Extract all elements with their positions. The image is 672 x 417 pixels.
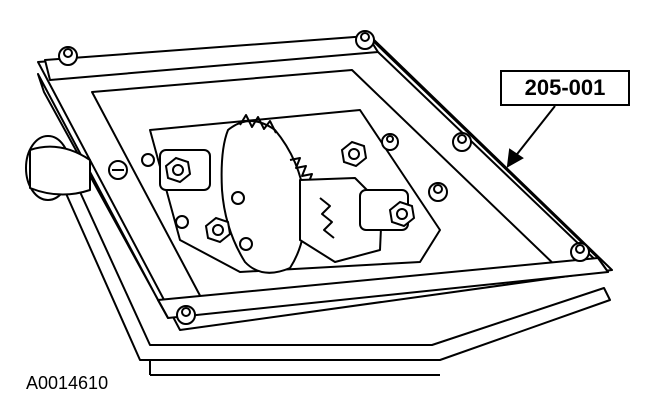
- tool-callout-box: 205-001: [500, 70, 630, 106]
- small-bolt: [239, 237, 253, 251]
- side-bolt: [381, 133, 399, 151]
- small-bolt: [175, 215, 189, 229]
- fixture-rail-left: [37, 73, 169, 319]
- figure-id-label: A0014610: [26, 373, 109, 393]
- hex-bolt: [340, 140, 368, 168]
- corner-bolt: [355, 30, 375, 50]
- callout-leader-line: [513, 105, 556, 159]
- small-bolt: [231, 191, 245, 205]
- hex-bolt: [164, 156, 192, 184]
- corner-bolt: [176, 305, 196, 325]
- side-bolt: [452, 132, 472, 152]
- corner-bolt: [570, 242, 590, 262]
- side-bolt: [428, 182, 448, 202]
- hex-bolt: [388, 200, 416, 228]
- small-bolt: [141, 153, 155, 167]
- side-bolt: [108, 160, 128, 180]
- base-plate: [59, 169, 611, 361]
- callout-arrowhead: [506, 148, 524, 168]
- tool-number-label: 205-001: [524, 75, 606, 100]
- corner-bolt: [58, 46, 78, 66]
- hex-bolt: [204, 216, 232, 244]
